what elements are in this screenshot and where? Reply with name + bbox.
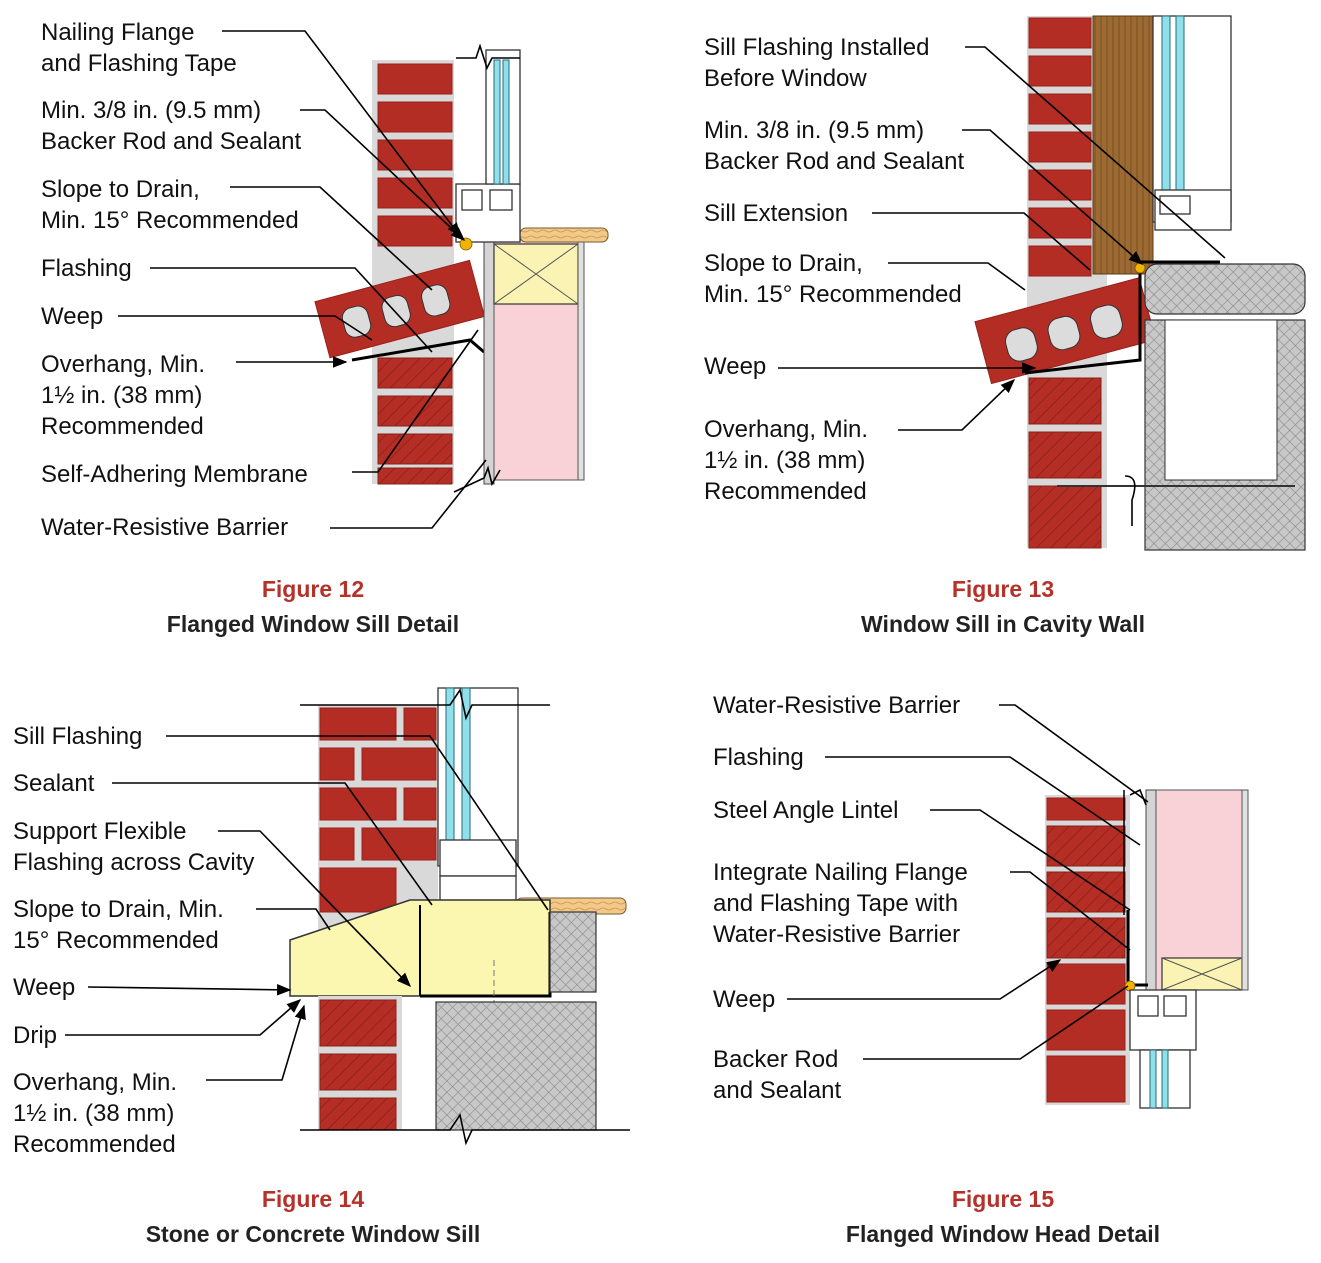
figure-14-leaders: [65, 735, 549, 1081]
label-drip: Drip: [13, 1022, 57, 1049]
figure-13-labels: Sill Flashing Installed Before Window Mi…: [704, 34, 965, 505]
sloped-rowlock-brick: [314, 259, 486, 359]
label-weep: Weep: [13, 974, 75, 1001]
figure-12: Nailing Flange and Flashing Tape Min. 3/…: [41, 19, 609, 637]
backer-rod: [1134, 262, 1146, 274]
label-self-adhering-membrane: Self-Adhering Membrane: [41, 461, 308, 488]
figure-13-drawing: [974, 15, 1306, 551]
label-water-resistive-barrier: Water-Resistive Barrier: [41, 514, 288, 541]
label-flashing: Flashing: [41, 255, 132, 282]
figure-14-title: Stone or Concrete Window Sill: [146, 1221, 481, 1247]
label-slope-to-drain: Slope to Drain, Min. 15° Recommended: [41, 176, 299, 234]
label-support-flexible-flashing: Support Flexible Flashing across Cavity: [13, 818, 254, 876]
label-slope-to-drain: Slope to Drain, Min. 15° Recommended: [704, 250, 962, 308]
label-sill-flashing: Sill Flashing: [13, 723, 142, 750]
figure-12-number: Figure 12: [262, 576, 364, 602]
figure-14: Sill Flashing Sealant Support Flexible F…: [13, 687, 630, 1247]
label-overhang: Overhang, Min. 1½ in. (38 mm) Recommende…: [704, 416, 875, 505]
label-weep: Weep: [41, 303, 103, 330]
backer-rod: [459, 237, 473, 251]
label-weep: Weep: [704, 353, 766, 380]
label-backer-rod: Min. 3/8 in. (9.5 mm) Backer Rod and Sea…: [41, 97, 302, 155]
label-nailing-flange: Nailing Flange and Flashing Tape: [41, 19, 237, 77]
figure-13: Sill Flashing Installed Before Window Mi…: [704, 15, 1306, 637]
figure-13-leaders: [778, 46, 1226, 431]
label-overhang: Overhang, Min. 1½ in. (38 mm) Recommende…: [41, 351, 212, 440]
figure-14-labels: Sill Flashing Sealant Support Flexible F…: [13, 723, 254, 1158]
figure-15: Water-Resistive Barrier Flashing Steel A…: [713, 692, 1249, 1247]
figure-15-title: Flanged Window Head Detail: [846, 1221, 1160, 1247]
label-overhang: Overhang, Min. 1½ in. (38 mm) Recommende…: [13, 1069, 184, 1158]
label-flashing: Flashing: [713, 744, 804, 771]
label-steel-angle-lintel: Steel Angle Lintel: [713, 797, 898, 824]
label-integrate-nailing-flange: Integrate Nailing Flange and Flashing Ta…: [713, 859, 975, 948]
label-sill-extension: Sill Extension: [704, 200, 848, 227]
figure-14-number: Figure 14: [262, 1186, 364, 1212]
label-backer-rod: Min. 3/8 in. (9.5 mm) Backer Rod and Sea…: [704, 117, 965, 175]
figure-15-drawing: [1045, 788, 1249, 1109]
figure-12-drawing: [314, 43, 609, 493]
brick-veneer: [377, 63, 453, 485]
sloped-rowlock-brick: [974, 277, 1157, 385]
figure-13-number: Figure 13: [952, 576, 1054, 602]
figure-12-title: Flanged Window Sill Detail: [167, 611, 459, 637]
label-backer-rod: Backer Rod and Sealant: [713, 1046, 845, 1104]
label-water-resistive-barrier: Water-Resistive Barrier: [713, 692, 960, 719]
figure-13-title: Window Sill in Cavity Wall: [861, 611, 1145, 637]
label-weep: Weep: [713, 986, 775, 1013]
brick-veneer: [319, 707, 437, 913]
figure-15-labels: Water-Resistive Barrier Flashing Steel A…: [713, 692, 975, 1104]
figure-12-leaders: [118, 30, 487, 529]
label-slope-to-drain: Slope to Drain, Min. 15° Recommended: [13, 896, 230, 954]
figure-15-leaders: [787, 704, 1149, 1060]
brick-veneer: [1046, 797, 1126, 1103]
label-sealant: Sealant: [13, 770, 95, 797]
label-sill-flashing-installed: Sill Flashing Installed Before Window: [704, 34, 936, 92]
figure-12-labels: Nailing Flange and Flashing Tape Min. 3/…: [41, 19, 308, 541]
figure-14-drawing: [289, 687, 630, 1146]
figure-15-number: Figure 15: [952, 1186, 1054, 1212]
